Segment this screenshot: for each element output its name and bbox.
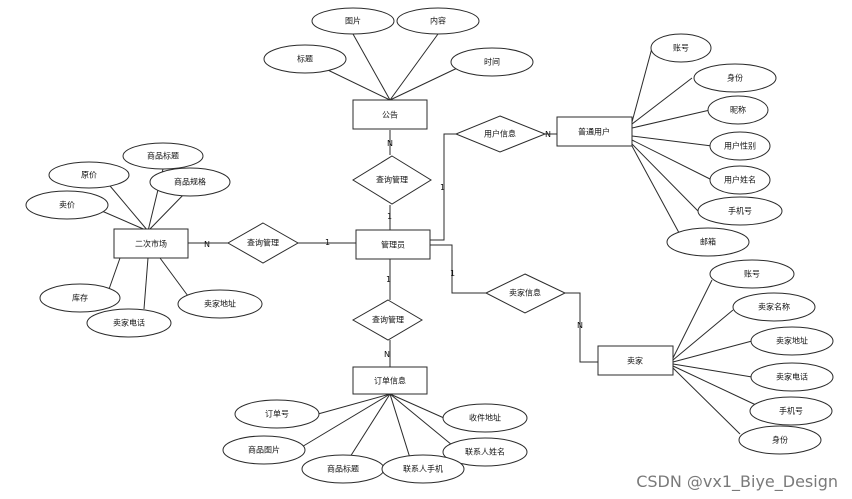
attr-order-address: 收件地址: [442, 403, 528, 433]
entity-order: 订单信息: [352, 366, 428, 395]
attr-user-email: 邮箱: [666, 227, 750, 257]
svg-text:用户姓名: 用户姓名: [724, 175, 756, 185]
entity-user-label: 普通用户: [578, 127, 610, 137]
svg-text:身份: 身份: [772, 435, 788, 445]
relation-admin-seller: 卖家信息: [484, 273, 567, 314]
attr-seller-mobile: 手机号: [749, 396, 833, 426]
entity-seller-label: 卖家: [627, 356, 643, 366]
svg-text:商品图片: 商品图片: [248, 445, 280, 455]
attr-notice-content: 内容: [396, 7, 480, 35]
attr-order-title: 商品标题: [301, 454, 385, 484]
relation-admin-market-label: 查询管理: [247, 238, 279, 248]
card-seller: N: [577, 321, 583, 330]
card-user: N: [545, 130, 551, 139]
attr-order-number: 订单号: [234, 399, 320, 429]
svg-text:标题: 标题: [297, 54, 313, 64]
attr-user-nickname: 昵称: [707, 95, 769, 125]
attr-seller-account: 账号: [709, 259, 795, 289]
svg-text:卖家地址: 卖家地址: [204, 299, 236, 309]
attr-order-picture: 商品图片: [222, 435, 306, 465]
attr-market-stock: 库存: [39, 283, 121, 313]
card-admin-order: 1: [386, 275, 391, 284]
attr-notice-picture: 图片: [311, 7, 395, 35]
svg-text:收件地址: 收件地址: [469, 413, 501, 423]
svg-text:手机号: 手机号: [728, 206, 752, 216]
attr-seller-phone: 卖家电话: [750, 362, 834, 392]
attr-order-contact-name: 联系人姓名: [442, 437, 528, 467]
svg-text:卖价: 卖价: [59, 201, 75, 210]
relation-admin-user: 用户信息: [454, 115, 547, 153]
attr-market-seller-phone: 卖家电话: [86, 308, 172, 338]
attr-user-gender: 用户性别: [709, 131, 771, 161]
attr-user-name: 用户姓名: [709, 165, 771, 195]
card-notice: N: [387, 139, 393, 148]
svg-text:图片: 图片: [345, 16, 361, 26]
svg-text:账号: 账号: [673, 44, 689, 53]
attr-order-contact-phone: 联系人手机: [381, 454, 465, 484]
attr-market-spec: 商品规格: [149, 167, 231, 197]
entity-market: 二次市场: [113, 228, 189, 259]
relation-admin-notice-label: 查询管理: [376, 175, 408, 185]
svg-text:邮箱: 邮箱: [700, 237, 716, 247]
attr-market-sale-price: 卖价: [25, 190, 109, 220]
svg-text:账号: 账号: [744, 270, 760, 279]
relation-admin-market: 查询管理: [226, 222, 300, 264]
svg-text:卖家电话: 卖家电话: [776, 372, 808, 382]
attr-market-title: 商品标题: [122, 142, 204, 170]
entity-order-label: 订单信息: [374, 376, 406, 386]
svg-text:订单号: 订单号: [265, 409, 289, 419]
card-admin-notice: 1: [387, 212, 392, 221]
relation-admin-order: 查询管理: [351, 299, 423, 341]
svg-text:联系人手机: 联系人手机: [403, 464, 443, 474]
connection-lines: [87, 33, 757, 459]
card-market: N: [204, 240, 210, 249]
entity-admin: 管理员: [355, 229, 431, 260]
relation-admin-seller-label: 卖家信息: [509, 288, 541, 298]
entity-admin-label: 管理员: [381, 240, 405, 250]
attr-notice-time: 时间: [450, 47, 534, 77]
svg-text:内容: 内容: [430, 16, 446, 26]
svg-text:时间: 时间: [484, 57, 500, 67]
svg-text:商品标题: 商品标题: [147, 151, 179, 161]
card-admin-market: 1: [325, 238, 330, 247]
cardinality-labels: N 1 1 N N 1 1 N 1 N: [204, 130, 583, 359]
attr-notice-title: 标题: [263, 44, 347, 74]
svg-text:联系人姓名: 联系人姓名: [465, 447, 505, 457]
relation-admin-notice: 查询管理: [352, 155, 432, 205]
entity-notice: 公告: [352, 99, 428, 130]
relation-admin-order-label: 查询管理: [372, 315, 404, 325]
attr-market-seller-address: 卖家地址: [177, 289, 263, 319]
relation-admin-user-label: 用户信息: [484, 129, 516, 139]
svg-text:库存: 库存: [72, 293, 88, 303]
entity-user: 普通用户: [556, 116, 633, 147]
svg-text:卖家地址: 卖家地址: [776, 336, 808, 346]
svg-text:原价: 原价: [81, 171, 97, 180]
attr-user-account: 账号: [650, 33, 712, 63]
svg-text:身份: 身份: [727, 73, 743, 83]
card-admin-user: 1: [440, 183, 445, 192]
card-order: N: [384, 350, 390, 359]
csdn-watermark: CSDN @vx1_Biye_Design: [636, 472, 838, 491]
attr-seller-address: 卖家地址: [750, 326, 834, 356]
attr-market-original-price: 原价: [48, 161, 130, 189]
svg-text:昵称: 昵称: [730, 105, 746, 115]
attr-user-phone: 手机号: [697, 196, 783, 226]
svg-text:手机号: 手机号: [779, 406, 803, 416]
attr-user-identity: 身份: [693, 63, 777, 93]
entity-notice-label: 公告: [382, 110, 398, 120]
attr-seller-name: 卖家名称: [732, 292, 816, 322]
svg-text:商品标题: 商品标题: [327, 464, 359, 474]
entity-market-label: 二次市场: [135, 239, 167, 249]
attr-seller-identity: 身份: [738, 425, 822, 455]
svg-text:用户性别: 用户性别: [724, 141, 756, 151]
entity-seller: 卖家: [597, 345, 674, 376]
svg-text:卖家名称: 卖家名称: [758, 302, 790, 312]
svg-text:商品规格: 商品规格: [174, 177, 206, 187]
card-admin-seller: 1: [450, 269, 455, 278]
svg-text:卖家电话: 卖家电话: [113, 318, 145, 328]
